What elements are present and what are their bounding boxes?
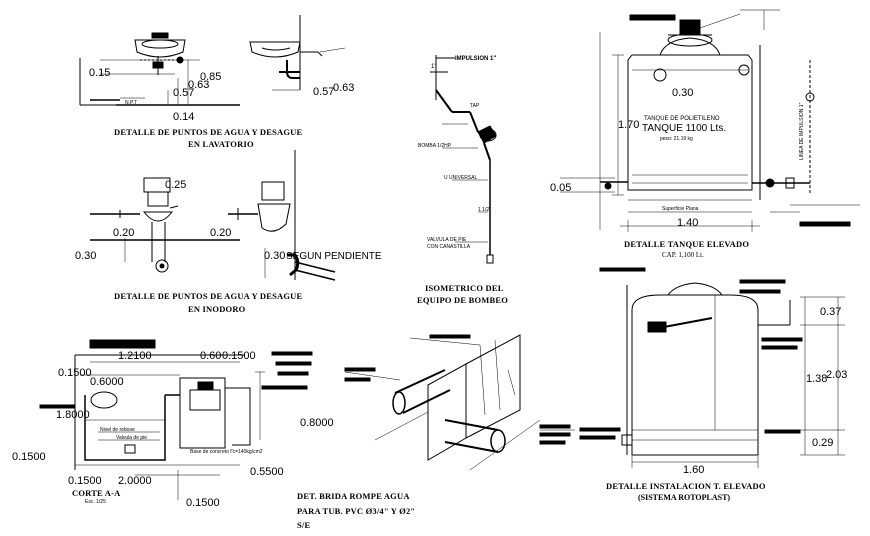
corte-aa-drawing	[39, 339, 313, 500]
bomba-caption-line2: EQUIPO DE BOMBEO	[417, 295, 509, 305]
corte-dim-0150-bottom: 0.1500	[12, 451, 46, 463]
lavatorio-front-drawing	[79, 32, 240, 106]
brida-caption-scale: S/E	[297, 520, 311, 530]
tanque-elevado-drawing	[560, 9, 860, 232]
tanque-impulsion-label: LINEA DE IMPULSION 1"	[799, 102, 805, 160]
lav-caption-line2: EN LAVATORIO	[188, 139, 254, 149]
corte-dim-1210: 1.2100	[118, 350, 152, 362]
lav-dim-014: 0.14	[173, 111, 195, 123]
bomba-label-impulsion: IMPULSION 1"	[455, 56, 497, 62]
inodoro-side-drawing	[228, 150, 336, 281]
tanque-dim-140: 1.40	[677, 217, 699, 229]
lav-npt-label: N.P.T	[125, 100, 138, 106]
brida-caption-line1: DET. BRIDA ROMPE AGUA	[297, 491, 410, 501]
bomba-caption-line1: ISOMETRICO DEL	[425, 283, 504, 293]
inst-dim-037: 0.37	[820, 306, 842, 318]
tanque-caption-line1: DETALLE TANQUE ELEVADO	[624, 239, 750, 249]
inst-dim-160: 1.60	[683, 464, 705, 476]
bomba-label-112: 1 1/2"	[478, 207, 491, 213]
bomba-label-canastilla: CON CANASTILLA	[427, 244, 471, 250]
ino-slope-label: SEGUN PENDIENTE	[286, 251, 382, 262]
bomba-label-bomba: BOMBA 1/2HP	[418, 143, 452, 149]
ino-caption-line1: DETALLE DE PUNTOS DE AGUA Y DESAGUE	[114, 291, 303, 301]
corte-dim-1800: 1.8000	[56, 409, 90, 421]
inst-dim-029: 0.29	[812, 437, 834, 449]
corte-dim-0800: 0.8000	[300, 417, 334, 429]
tanque-surface-label: Superficie Plana	[662, 206, 699, 212]
ino-dim-020a: 0.20	[113, 227, 135, 239]
corte-dim-0150-left: 0.1500	[58, 367, 92, 379]
corte-dim-0150-base: 0.1500	[68, 475, 102, 487]
tanque-caption-line2: CAP. 1,100 Lt.	[662, 251, 704, 259]
corte-label-rebose: Nivel de rebose	[100, 427, 135, 433]
corte-dim-0600: 0.6000	[90, 376, 124, 388]
corte-dim-0150-footing: 0.1500	[186, 497, 220, 509]
corte-label-base: Base de concreto f'c=140kg/cm2	[190, 449, 263, 455]
brida-caption-line2: PARA TUB. PVC Ø3/4" Y Ø2"	[297, 506, 416, 516]
ino-dim-030a: 0.30	[75, 250, 97, 262]
inst-dim-138: 1.38	[806, 373, 828, 385]
brida-rompe-agua-drawing	[344, 334, 575, 471]
tanque-dim-170: 1.70	[618, 119, 640, 131]
bomba-label-valvula: VALVULA DE PIE	[427, 237, 467, 243]
corte-dim-060: 0.60	[200, 350, 222, 362]
bomba-label-tap: TAP	[470, 103, 480, 109]
lav-side-dim-063: 0.63	[333, 82, 355, 94]
corte-dim-2000: 2.0000	[118, 475, 152, 487]
lav-dim-085: 0.85	[200, 71, 222, 83]
ino-dim-030b: 0.30	[264, 250, 286, 262]
lav-caption-line1: DETALLE DE PUNTOS DE AGUA Y DESAGUE	[114, 127, 303, 137]
lav-dim-015: 0.15	[89, 67, 111, 79]
inst-dim-203: 2.03	[826, 369, 848, 381]
inodoro-front-drawing	[90, 177, 240, 273]
ino-dim-025: 0.25	[165, 179, 187, 191]
corte-label-valvula: Valvula de pie	[116, 435, 148, 441]
tanque-inner-capacity: TANQUE 1100 Lts.	[642, 123, 727, 134]
bomba-label-universal: U UNIVERSAL	[444, 175, 478, 181]
tanque-dim-030: 0.30	[672, 87, 694, 99]
corte-caption-title: CORTE A-A	[72, 488, 121, 498]
instalacion-tanque-drawing	[579, 267, 845, 468]
lav-dim-057: 0.57	[173, 87, 195, 99]
corte-caption-scale: Esc. 1/25	[85, 499, 106, 505]
lavatorio-side-drawing	[249, 15, 346, 91]
bomba-isometric-drawing	[430, 55, 497, 264]
lav-side-dim-057: 0.57	[313, 86, 335, 98]
lav-dim-063: 0.63	[188, 79, 210, 91]
bomba-label-1in: 1"	[431, 64, 437, 70]
inst-caption-line1: DETALLE INSTALACION T. ELEVADO	[606, 481, 766, 491]
ino-dim-020b: 0.20	[210, 227, 232, 239]
tanque-inner-weight: peso: 21.19 kg	[660, 136, 693, 142]
tanque-inner-type: TANQUE DE POLIETILENO	[644, 116, 720, 122]
tanque-dim-005: 0.05	[550, 182, 572, 194]
corte-dim-0150-top: 0.1500	[222, 350, 256, 362]
inst-caption-line2: (SISTEMA ROTOPLAST)	[638, 493, 731, 502]
ino-caption-line2: EN INODORO	[188, 304, 246, 314]
corte-dim-0550: 0.5500	[250, 466, 284, 478]
